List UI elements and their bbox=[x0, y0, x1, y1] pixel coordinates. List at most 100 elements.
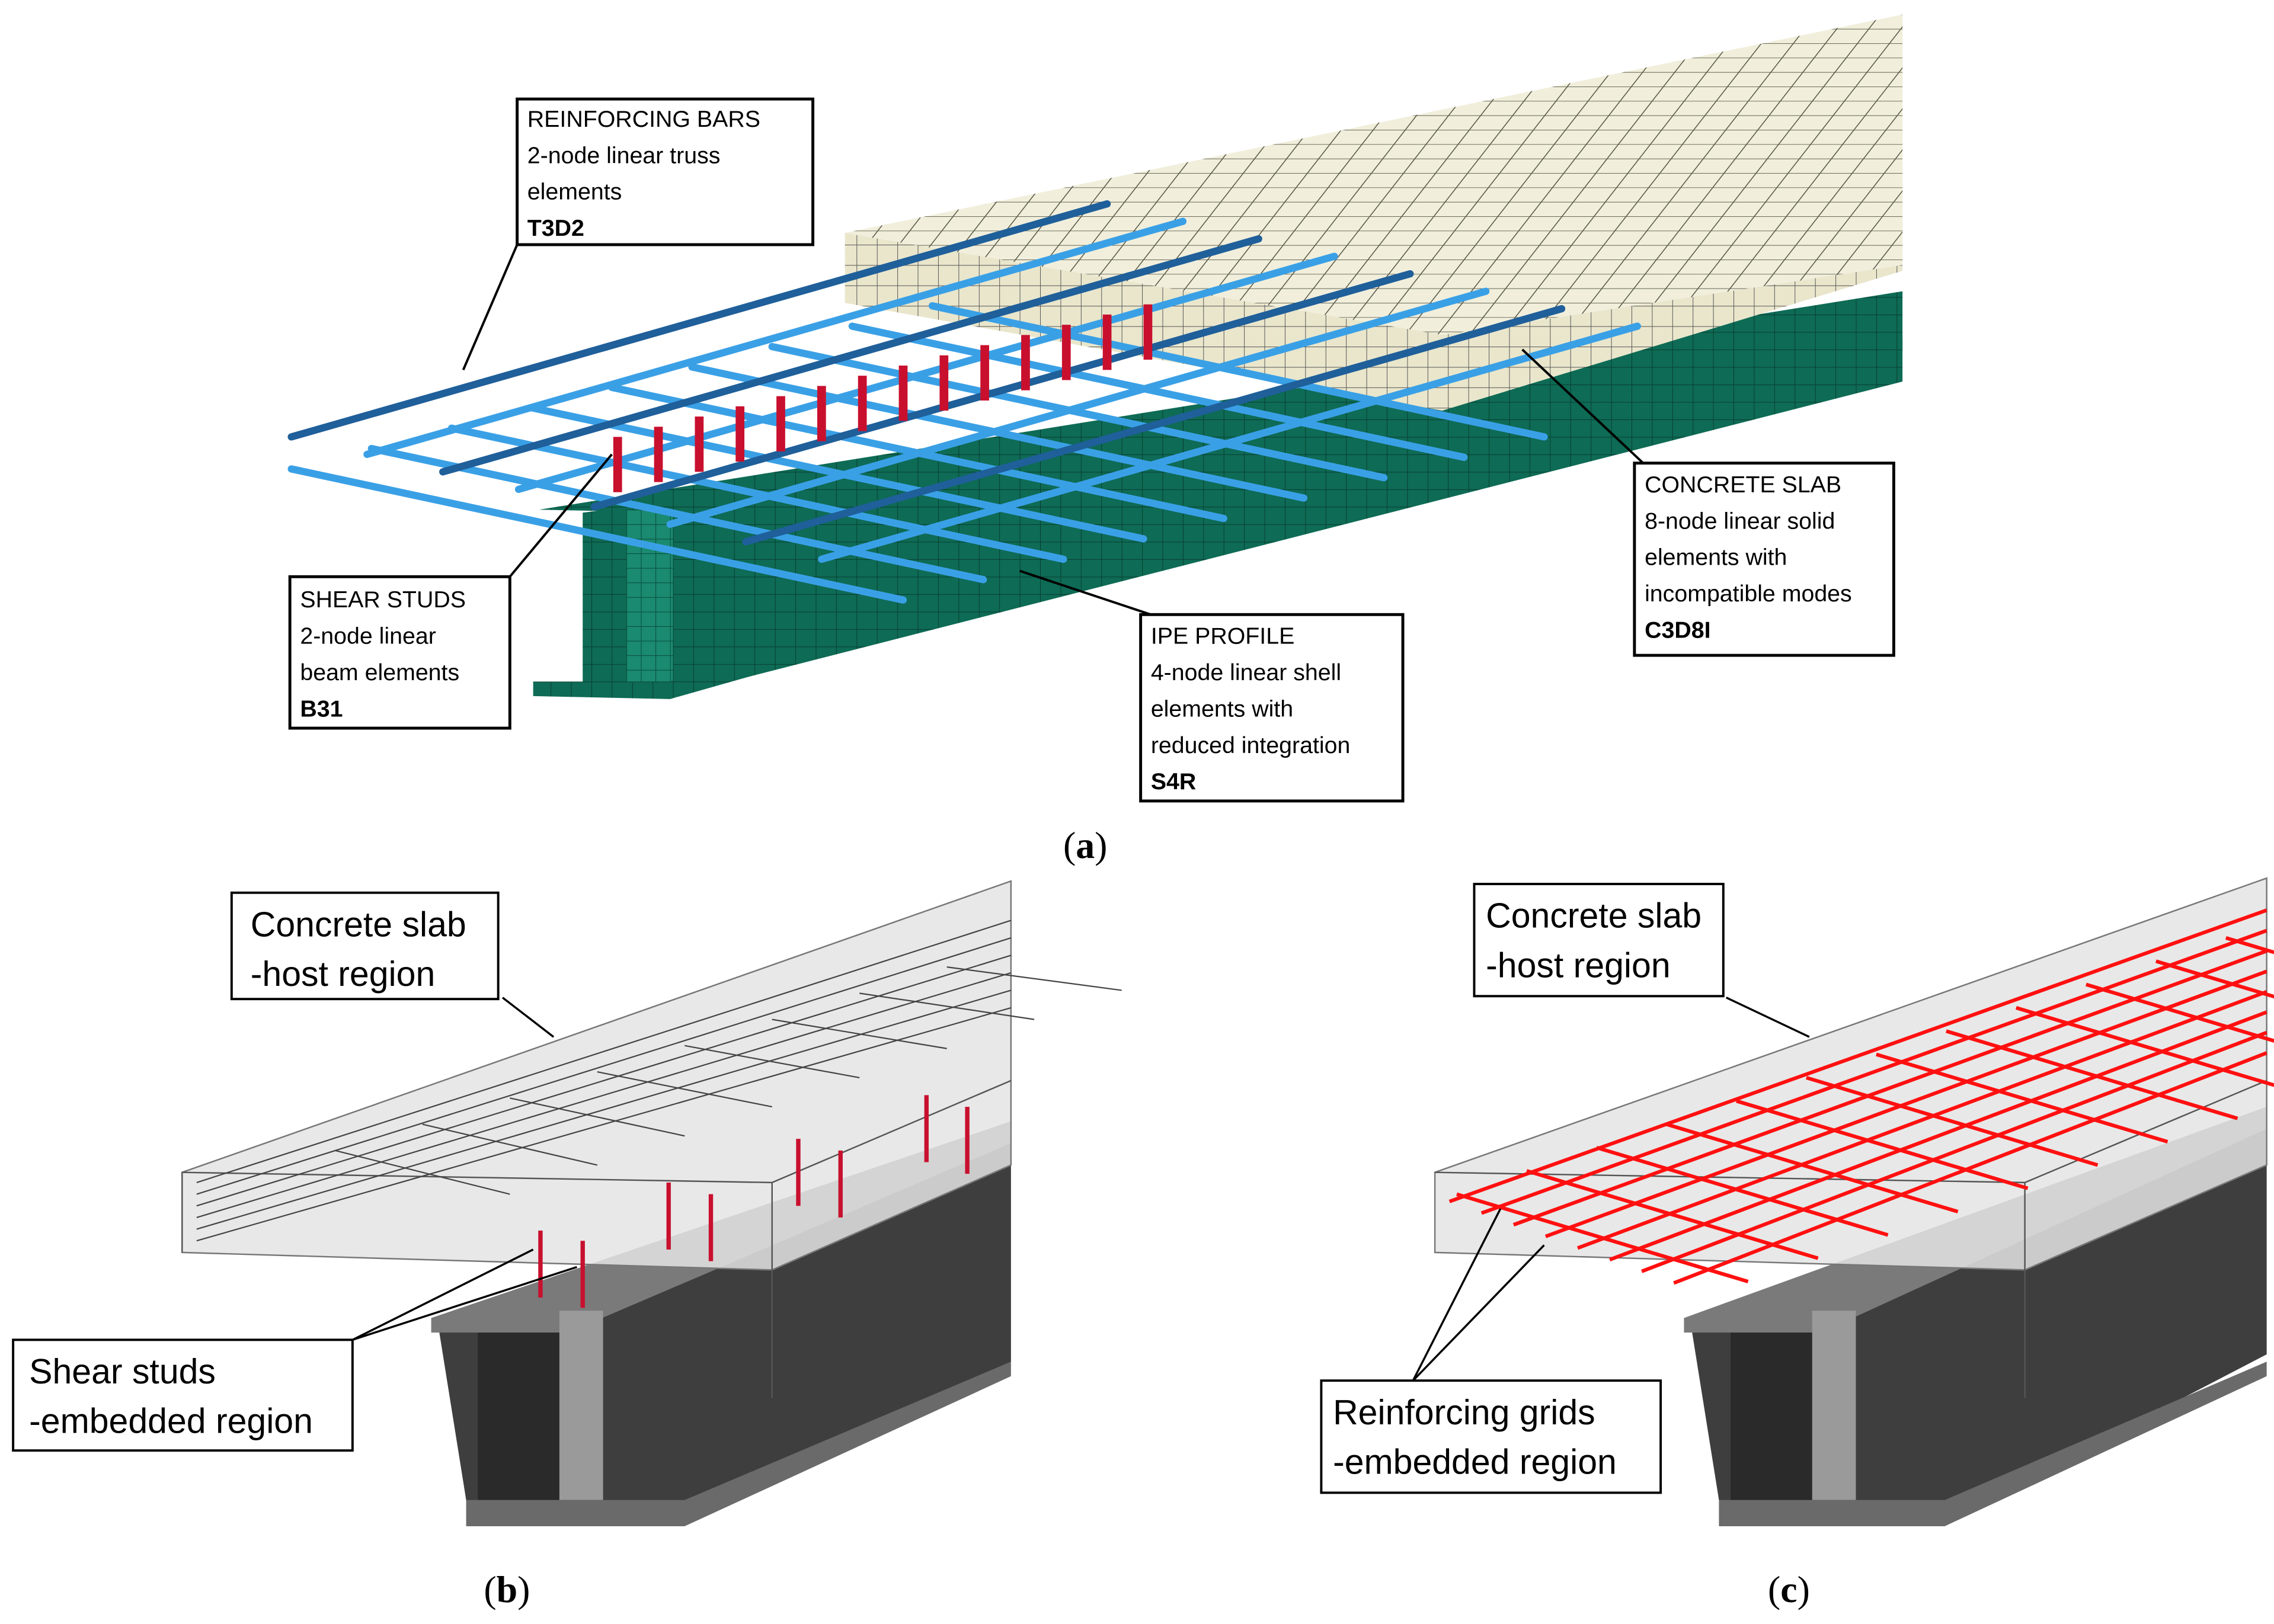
label-line: -embedded region bbox=[29, 1402, 313, 1441]
slab-side bbox=[1442, 265, 1903, 411]
label-line: elements with bbox=[1151, 696, 1293, 722]
rebar-line bbox=[685, 1045, 860, 1079]
rebar-longitudinal bbox=[590, 270, 1414, 511]
label-host-c bbox=[1473, 883, 1725, 998]
grid-bar-longitudinal bbox=[1609, 1010, 2267, 1262]
rebar-line bbox=[196, 954, 1012, 1207]
rebar-lines-b bbox=[196, 920, 1122, 1242]
label-code: B31 bbox=[300, 696, 343, 722]
web-end bbox=[626, 510, 673, 696]
rebar-longitudinal bbox=[439, 235, 1262, 476]
label-line: 2-node linear bbox=[300, 623, 436, 649]
label-concrete-slab: CONCRETE SLAB 8-node linear solid elemen… bbox=[1633, 462, 1895, 657]
rebar-longitudinal bbox=[666, 287, 1490, 528]
label-title: IPE PROFILE bbox=[1151, 623, 1294, 649]
grid-bar-longitudinal bbox=[1576, 990, 2267, 1250]
rebar-longitudinal bbox=[287, 200, 1111, 441]
rebar-line bbox=[196, 920, 1012, 1183]
grid-bar-longitudinal bbox=[1512, 949, 2267, 1227]
rebar-grid bbox=[287, 200, 1641, 604]
grid-bar-transverse bbox=[1736, 1099, 2029, 1190]
label-title: CONCRETE SLAB bbox=[1645, 472, 1841, 498]
grid-bar-transverse bbox=[1876, 1052, 2169, 1144]
panel-a: REINFORCING BARS 2-node linear truss ele… bbox=[287, 14, 1903, 866]
leader-grid2-c bbox=[1412, 1244, 1545, 1382]
grid-bar-transverse bbox=[1666, 1122, 1959, 1213]
rebar-line bbox=[859, 992, 1035, 1020]
leader-stud2-b bbox=[352, 1266, 577, 1341]
grid-bar-transverse bbox=[2155, 959, 2274, 999]
grid-bar-longitudinal bbox=[1480, 928, 2267, 1215]
label-line: 8-node linear solid bbox=[1645, 508, 1835, 534]
label-line: -embedded region bbox=[1333, 1442, 1617, 1481]
grid-bar-longitudinal bbox=[1544, 969, 2267, 1238]
label-code: T3D2 bbox=[527, 215, 584, 241]
label-line: 4-node linear shell bbox=[1151, 659, 1341, 686]
label-line: Reinforcing grids bbox=[1333, 1393, 1595, 1432]
leader-host-c bbox=[1725, 997, 1810, 1038]
rebar-longitudinal bbox=[742, 305, 1566, 546]
panel-b: Concrete slab -host region Shear studs -… bbox=[12, 880, 1122, 1610]
rebar-line bbox=[422, 1123, 598, 1166]
rebar-line bbox=[196, 937, 1012, 1195]
label-line: elements with bbox=[1645, 544, 1787, 571]
label-line: -host region bbox=[251, 954, 435, 994]
label-line: Shear studs bbox=[29, 1352, 216, 1391]
label-embedded-c bbox=[1320, 1379, 1662, 1494]
leader-slab bbox=[1521, 348, 1644, 465]
leader-studs bbox=[508, 453, 613, 578]
grid-bar-longitudinal bbox=[1673, 1051, 2267, 1285]
leader-rebar bbox=[462, 244, 519, 371]
label-ipe-profile: IPE PROFILE 4-node linear shell elements… bbox=[1139, 613, 1405, 803]
caption-c: (c) bbox=[1768, 1568, 1810, 1610]
rebar-transverse bbox=[287, 465, 907, 604]
slab-top bbox=[845, 14, 1903, 335]
rebar-line bbox=[510, 1097, 685, 1137]
label-host-b bbox=[230, 891, 500, 1001]
label-line: beam elements bbox=[300, 659, 459, 686]
label-line: Concrete slab bbox=[1486, 896, 1701, 936]
label-line: elements bbox=[527, 179, 622, 205]
rebar-transverse bbox=[928, 302, 1548, 441]
shear-studs-b bbox=[538, 1095, 970, 1308]
rebar-transverse bbox=[768, 342, 1388, 482]
shear-studs-model bbox=[613, 304, 1153, 492]
label-code: C3D8I bbox=[1645, 617, 1710, 643]
label-line: -host region bbox=[1486, 946, 1670, 985]
label-shear-studs: SHEAR STUDS 2-node linear beam elements … bbox=[288, 575, 511, 730]
rebar-line bbox=[946, 966, 1122, 991]
rebar-line bbox=[196, 989, 1012, 1230]
rebar-line bbox=[772, 1018, 947, 1049]
label-reinforcing-bars: REINFORCING BARS 2-node linear truss ele… bbox=[516, 97, 815, 246]
rebar-transverse bbox=[367, 444, 987, 584]
rebar-line bbox=[196, 972, 1012, 1218]
caption-b: (b) bbox=[484, 1568, 530, 1610]
rebar-longitudinal bbox=[818, 322, 1641, 563]
label-embedded-b bbox=[12, 1338, 354, 1452]
label-title: REINFORCING BARS bbox=[527, 106, 760, 132]
slab-c bbox=[1434, 877, 2267, 1398]
rebar-longitudinal bbox=[363, 217, 1187, 459]
panel-c: Concrete slab -host region Reinforcing g… bbox=[1320, 877, 2274, 1610]
label-line: Concrete slab bbox=[251, 905, 466, 944]
rebar-line bbox=[597, 1071, 772, 1108]
rebar-line bbox=[335, 1149, 510, 1195]
rebar-transverse bbox=[848, 322, 1468, 461]
label-line: 2-node linear truss bbox=[527, 142, 721, 168]
rebar-transverse bbox=[447, 424, 1067, 563]
label-code: S4R bbox=[1151, 768, 1196, 795]
leader-host-b bbox=[501, 997, 555, 1038]
label-line: incompatible modes bbox=[1645, 581, 1852, 607]
grid-bar-longitudinal bbox=[1448, 908, 2267, 1203]
label-title: SHEAR STUDS bbox=[300, 587, 466, 613]
grid-bar-transverse bbox=[1946, 1029, 2238, 1120]
concrete-slab-model bbox=[845, 14, 1903, 411]
leader-ipe bbox=[1019, 569, 1152, 616]
rebar-line bbox=[196, 1007, 1012, 1242]
grid-bar-transverse bbox=[1806, 1075, 2099, 1167]
caption-a: (a) bbox=[1063, 824, 1108, 866]
reinforcing-grid-c bbox=[1448, 908, 2274, 1285]
label-line: reduced integration bbox=[1151, 732, 1351, 758]
